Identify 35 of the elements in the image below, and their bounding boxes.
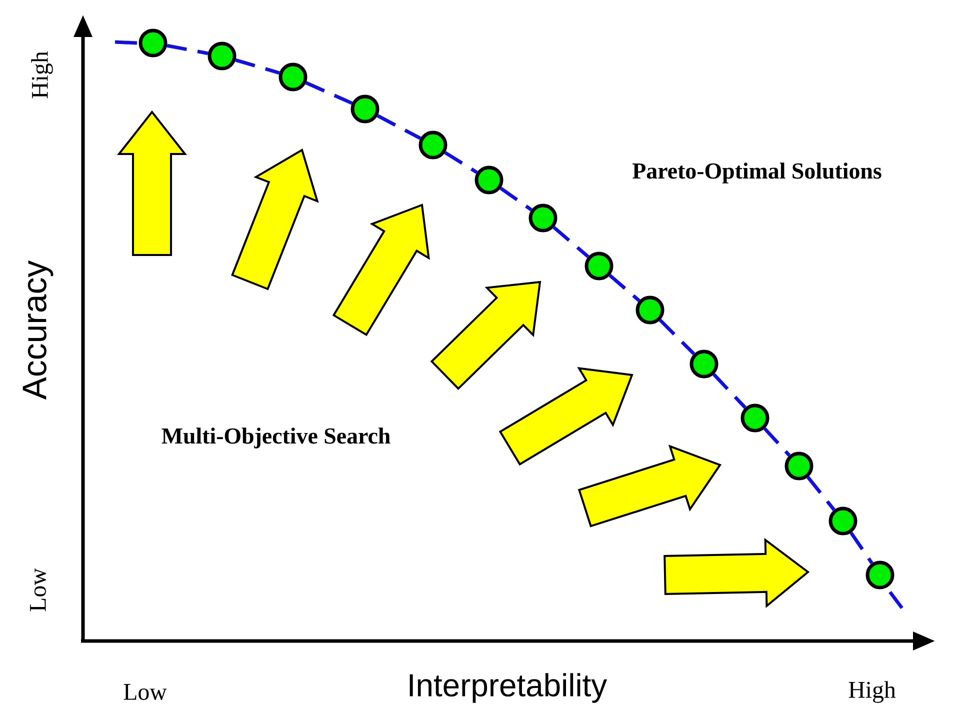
dashed-curve <box>376 114 422 140</box>
dashed-curve <box>763 427 791 457</box>
axis-title: Interpretability <box>410 673 608 703</box>
solution-dot <box>350 94 380 124</box>
dashed-curve <box>712 373 746 409</box>
dashed-curve <box>850 532 874 564</box>
solution-dot <box>418 130 448 160</box>
solution-dot <box>636 296 664 324</box>
solution-dot <box>584 252 614 280</box>
dashed-curve <box>235 58 280 75</box>
axis-tick-label: Low <box>30 568 46 612</box>
solution-dot <box>866 560 894 590</box>
axis-tick-label: Low <box>124 684 167 700</box>
annotation-text: Multi-Objective Search <box>162 428 390 448</box>
solution-dot <box>208 42 236 70</box>
dashed-curve <box>444 151 478 174</box>
solution-dot <box>474 166 504 194</box>
solution-dot <box>828 506 858 536</box>
axis-tick-label: High <box>31 51 53 98</box>
dashed-curve <box>305 81 353 105</box>
solution-dot <box>690 350 718 378</box>
axis-title: Accuracy <box>22 260 54 400</box>
dashed-curve <box>166 44 208 56</box>
dashed-curve <box>552 226 590 258</box>
axis-tick-label: High <box>848 681 896 703</box>
solution-dot <box>784 452 814 480</box>
solution-dot <box>528 204 558 232</box>
solution-dot <box>138 28 168 58</box>
annotation-text: Pareto-Optimal Solutions <box>632 162 882 184</box>
dashed-curve <box>500 186 532 212</box>
dashed-curve <box>608 274 640 302</box>
solution-dot <box>278 62 308 92</box>
dashed-curve <box>658 318 696 356</box>
solution-dot <box>740 404 770 432</box>
dashed-curve <box>806 476 836 511</box>
